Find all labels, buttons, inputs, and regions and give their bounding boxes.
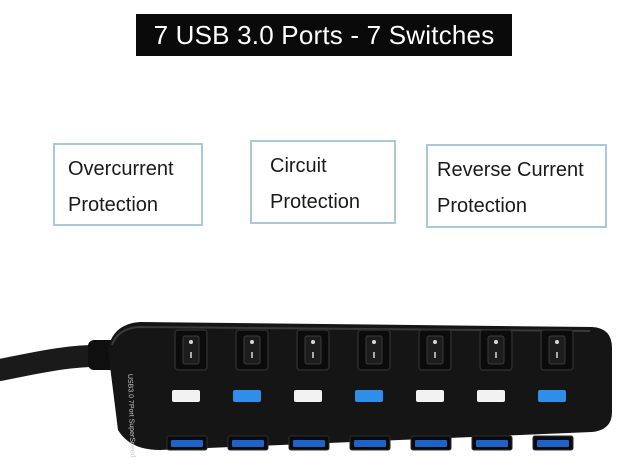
- status-led-6: [477, 390, 505, 402]
- usb-port-6: [471, 435, 513, 451]
- usb-port-1: [166, 435, 208, 451]
- status-led-5: [416, 390, 444, 402]
- status-led-4: [355, 390, 383, 402]
- usb-hub-photo: USB3.0 7Port SuperSpeed: [0, 322, 612, 458]
- rocker-switch-1[interactable]: [174, 329, 208, 371]
- rocker-switch-4[interactable]: [357, 329, 391, 371]
- rocker-switch-2[interactable]: [235, 329, 269, 371]
- feature-box-overcurrent: Overcurrent Protection: [53, 143, 203, 226]
- usb-port-4: [349, 435, 391, 451]
- status-led-2: [233, 390, 261, 402]
- rocker-switch-6[interactable]: [479, 329, 513, 371]
- feature-line-1: Reverse Current: [437, 159, 584, 181]
- feature-box-circuit: Circuit Protection: [250, 140, 396, 224]
- rocker-switch-5[interactable]: [418, 329, 452, 371]
- rocker-switch-3[interactable]: [296, 329, 330, 371]
- status-led-7: [538, 390, 566, 402]
- usb-port-2: [227, 435, 269, 451]
- usb-port-5: [410, 435, 452, 451]
- feature-line-1: Overcurrent: [68, 158, 174, 180]
- usb-port-3: [288, 435, 330, 451]
- hub-printed-label: USB3.0 7Port SuperSpeed: [126, 374, 136, 458]
- feature-line-1: Circuit: [270, 155, 327, 177]
- status-led-3: [294, 390, 322, 402]
- rocker-switch-7[interactable]: [540, 329, 574, 371]
- status-led-1: [172, 390, 200, 402]
- usb-port-7: [532, 435, 574, 451]
- feature-box-reverse-current: Reverse Current Protection: [426, 144, 607, 228]
- title-banner: 7 USB 3.0 Ports - 7 Switches: [136, 14, 512, 56]
- feature-line-2: Protection: [270, 191, 361, 213]
- feature-line-2: Protection: [437, 195, 528, 217]
- feature-line-2: Protection: [68, 194, 159, 216]
